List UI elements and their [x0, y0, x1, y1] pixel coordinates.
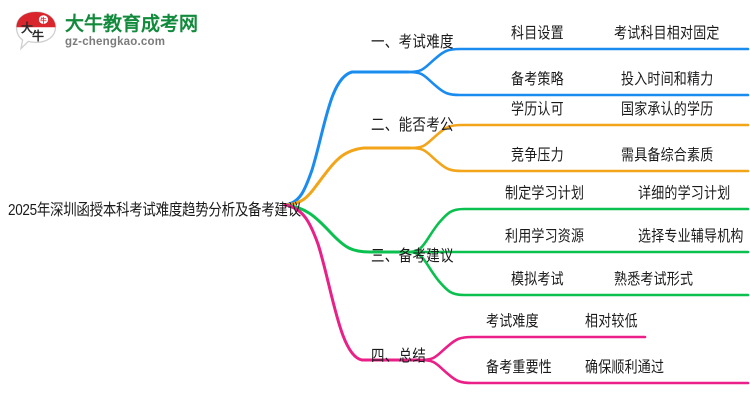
- branch-1-child-1-label[interactable]: 科目设置: [511, 23, 564, 42]
- link-branch-4-child-2: [418, 358, 750, 385]
- branch-2-child-1-detail[interactable]: 国家承认的学历: [621, 99, 714, 118]
- branch-2-child-2-detail[interactable]: 需具备综合素质: [621, 145, 714, 164]
- branch-1-child-2-detail[interactable]: 投入时间和精力: [621, 69, 714, 88]
- root-node-label[interactable]: 2025年深圳函授本科考试难度趋势分析及备考建议: [8, 200, 301, 219]
- branch-3-child-2-label[interactable]: 利用学习资源: [505, 226, 585, 245]
- svg-text:大: 大: [21, 20, 33, 35]
- branch-3-child-3-label[interactable]: 模拟考试: [511, 269, 564, 288]
- branch-4-label[interactable]: 四、总结: [371, 346, 427, 365]
- logo-title-en: gz-chengkao.com: [65, 35, 166, 48]
- branch-1-label[interactable]: 一、考试难度: [371, 32, 454, 51]
- logo-text: 大牛教育成考网 gz-chengkao.com: [65, 14, 198, 49]
- branch-3-child-1-detail[interactable]: 详细的学习计划: [638, 183, 731, 202]
- link-branch-3-child-3: [406, 250, 750, 297]
- branch-4-child-1-detail[interactable]: 相对较低: [585, 311, 638, 330]
- branch-4-child-2-detail[interactable]: 确保顺利通过: [585, 357, 665, 376]
- branch-3-child-2-detail[interactable]: 选择专业辅导机构: [638, 226, 744, 245]
- link-root-branch-1: [283, 70, 410, 207]
- branch-2-child-2-label[interactable]: 竞争压力: [511, 145, 564, 164]
- site-logo[interactable]: 牛 大 牛 大牛教育成考网 gz-chengkao.com: [14, 8, 198, 54]
- branch-4-child-1-label[interactable]: 考试难度: [486, 311, 539, 330]
- branch-2-child-1-label[interactable]: 学历认可: [511, 99, 564, 118]
- link-root-branch-2: [283, 146, 412, 207]
- svg-text:牛: 牛: [40, 15, 47, 24]
- branch-1-child-1-detail[interactable]: 考试科目相对固定: [614, 23, 720, 42]
- branch-1-child-2-label[interactable]: 备考策略: [511, 69, 564, 88]
- svg-text:牛: 牛: [32, 28, 44, 43]
- logo-title-cn: 大牛教育成考网: [65, 13, 199, 35]
- branch-4-child-2-label[interactable]: 备考重要性: [486, 357, 553, 376]
- speech-bubble-logo-icon: 牛 大 牛: [14, 10, 58, 52]
- link-root-branch-4: [283, 203, 422, 362]
- branch-2-label[interactable]: 二、能否考公: [371, 115, 454, 134]
- branch-3-child-3-detail[interactable]: 熟悉考试形式: [614, 269, 694, 288]
- branch-3-label[interactable]: 三、备考建议: [371, 246, 454, 265]
- branch-3-child-1-label[interactable]: 制定学习计划: [505, 183, 585, 202]
